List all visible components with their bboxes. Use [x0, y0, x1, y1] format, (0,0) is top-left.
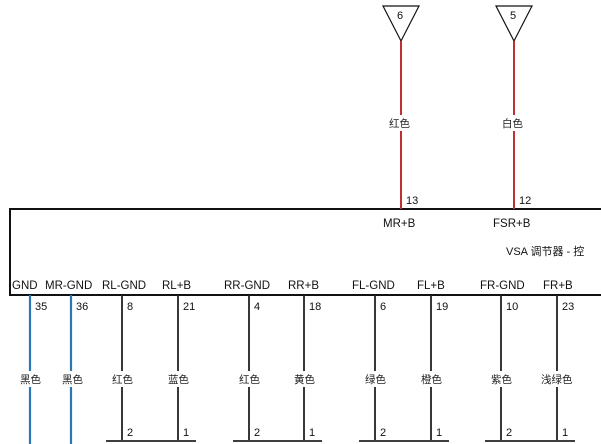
pin-number: 19 [436, 301, 448, 313]
signal-label-rr-b: RR+B [288, 280, 319, 292]
wire-color-label: 红色 [389, 117, 410, 130]
vsa-module-box [9, 208, 601, 296]
signal-label-fr-gnd: FR-GND [480, 280, 525, 292]
wire-rr-gnd: 4 红色 2 [236, 295, 266, 440]
end-pin-number: 1 [183, 427, 189, 439]
signal-label-gnd: GND [12, 280, 38, 292]
wire-rr-b: 18 黄色 1 [291, 295, 321, 440]
pin-number: 21 [183, 301, 195, 313]
pin-number: 10 [506, 301, 518, 313]
wire-color-label: 红色 [112, 373, 133, 386]
end-pin-number: 2 [254, 427, 260, 439]
pin-number: 12 [519, 195, 531, 207]
wire-rl-b: 21 蓝色 1 [165, 295, 195, 440]
wire-color-label: 绿色 [365, 373, 386, 386]
wire-color-label: 红色 [239, 373, 260, 386]
pin-number: 35 [35, 301, 47, 313]
wire-color-label: 黄色 [294, 373, 315, 386]
top-connector-5: 5 白色 12 FSR+B [493, 5, 533, 230]
module-label: VSA 调节器 - 控 [506, 244, 584, 258]
end-pin-number: 2 [506, 427, 512, 439]
end-pin-number: 1 [436, 427, 442, 439]
pin-number: 23 [562, 301, 574, 313]
end-pin-number: 2 [380, 427, 386, 439]
wire-fr-b: 23 浅绿色 1 [539, 295, 579, 440]
connector-triangle-icon [382, 5, 420, 43]
wire-fl-b: 19 橙色 1 [418, 295, 448, 440]
wire-rl-gnd: 8 红色 2 [109, 295, 139, 440]
signal-label-rl-b: RL+B [162, 280, 191, 292]
wire-fr-gnd: 10 紫色 2 [488, 295, 518, 440]
connector-triangle-icon [495, 5, 533, 43]
wire-color-label: 黑色 [20, 373, 41, 386]
wire-color-label: 浅绿色 [541, 373, 573, 386]
pin-number: 6 [380, 301, 386, 313]
wire-fl-gnd: 6 绿色 2 [362, 295, 392, 440]
end-pin-number: 2 [127, 427, 133, 439]
pin-number: 4 [254, 301, 260, 313]
wire-color-label: 白色 [502, 117, 523, 130]
pin-number: 18 [309, 301, 321, 313]
wire-gnd: 35 黑色 [17, 295, 47, 444]
pin-number: 8 [127, 301, 133, 313]
wire-mr-gnd: 36 黑色 [59, 295, 89, 444]
wire-color-label: 蓝色 [168, 373, 189, 386]
signal-label-fr-b: FR+B [543, 280, 573, 292]
pin-number: 13 [406, 195, 418, 207]
signal-label-rl-gnd: RL-GND [102, 280, 146, 292]
wire-color-label: 紫色 [491, 373, 512, 386]
connector-number: 6 [397, 10, 403, 22]
signal-label-mr-gnd: MR-GND [45, 280, 92, 292]
end-pin-number: 1 [562, 427, 568, 439]
pin-number: 36 [76, 301, 88, 313]
end-pin-number: 1 [309, 427, 315, 439]
signal-label-fl-b: FL+B [417, 280, 445, 292]
connector-number: 5 [510, 10, 516, 22]
wire-color-label: 黑色 [62, 373, 83, 386]
signal-label-rr-gnd: RR-GND [224, 280, 270, 292]
signal-label-fl-gnd: FL-GND [352, 280, 395, 292]
signal-label: FSR+B [493, 218, 531, 230]
wire-color-label: 橙色 [421, 373, 442, 386]
top-connector-6: 6 红色 13 MR+B [382, 5, 420, 230]
signal-label: MR+B [383, 218, 416, 230]
